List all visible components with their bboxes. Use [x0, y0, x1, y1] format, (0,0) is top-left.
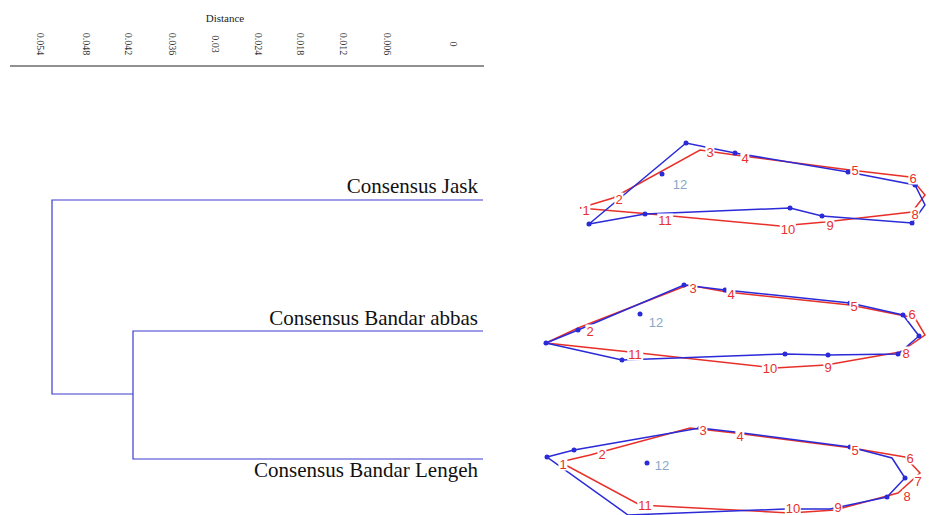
landmark-number: 2 — [614, 193, 623, 206]
landmark-number: 2 — [585, 325, 594, 338]
landmark-number: 10 — [762, 362, 778, 375]
tick-label: 0.048 — [81, 33, 91, 56]
landmark-number: 3 — [698, 424, 707, 437]
landmark-number: 11 — [657, 214, 673, 227]
landmark-dots — [544, 141, 922, 500]
landmark-number: 5 — [849, 300, 858, 313]
landmark-number: 8 — [910, 208, 919, 221]
landmark-number: 6 — [907, 308, 916, 321]
landmark-number: 5 — [850, 444, 859, 457]
tick-label: 0 — [448, 42, 458, 47]
landmark-number: 10 — [780, 223, 796, 236]
landmark-number: 9 — [825, 219, 834, 232]
landmark-number: 6 — [908, 172, 917, 185]
tick-label: 0.018 — [295, 33, 305, 56]
landmark-number: 12 — [648, 316, 664, 329]
landmark-number: 12 — [654, 459, 670, 472]
leaf-label: Consensus Jask — [347, 176, 478, 197]
landmark-number: 3 — [688, 282, 697, 295]
landmark-number: 1 — [581, 204, 590, 217]
dendrogram-branches — [52, 200, 483, 459]
landmark-number: 8 — [901, 347, 910, 360]
landmark-number: 7 — [913, 475, 922, 488]
landmark-number: 4 — [726, 288, 735, 301]
tick-label: 0.054 — [35, 33, 45, 56]
landmark-number: 1 — [558, 458, 567, 471]
tick-label: 0.042 — [123, 33, 133, 56]
landmark-number: 11 — [637, 499, 653, 512]
leaf-label: Consensus Bandar abbas — [269, 308, 478, 329]
landmark-number: 10 — [785, 501, 801, 514]
tick-label: 0.03 — [210, 35, 220, 53]
landmark-number: 6 — [905, 452, 914, 465]
landmark-number: 9 — [823, 361, 832, 374]
tick-label: 0.006 — [382, 33, 392, 56]
landmark-number: 4 — [735, 430, 744, 443]
landmark-number: 5 — [850, 164, 859, 177]
distance-axis — [10, 66, 484, 67]
leaf-label: Consensus Bandar Lengeh — [254, 460, 478, 481]
landmark-number: 9 — [833, 501, 842, 514]
tick-label: 0.012 — [338, 33, 348, 56]
tick-label: 0.024 — [253, 33, 263, 56]
landmark-number: 2 — [597, 448, 606, 461]
shape-wireframes — [546, 143, 925, 515]
landmark-number: 8 — [902, 490, 911, 503]
axis-title: Distance — [206, 13, 244, 24]
landmark-number: 3 — [705, 146, 714, 159]
tick-label: 0.036 — [167, 33, 177, 56]
landmark-number: 4 — [740, 152, 749, 165]
landmark-number: 12 — [672, 178, 688, 191]
landmark-number: 11 — [627, 348, 643, 361]
